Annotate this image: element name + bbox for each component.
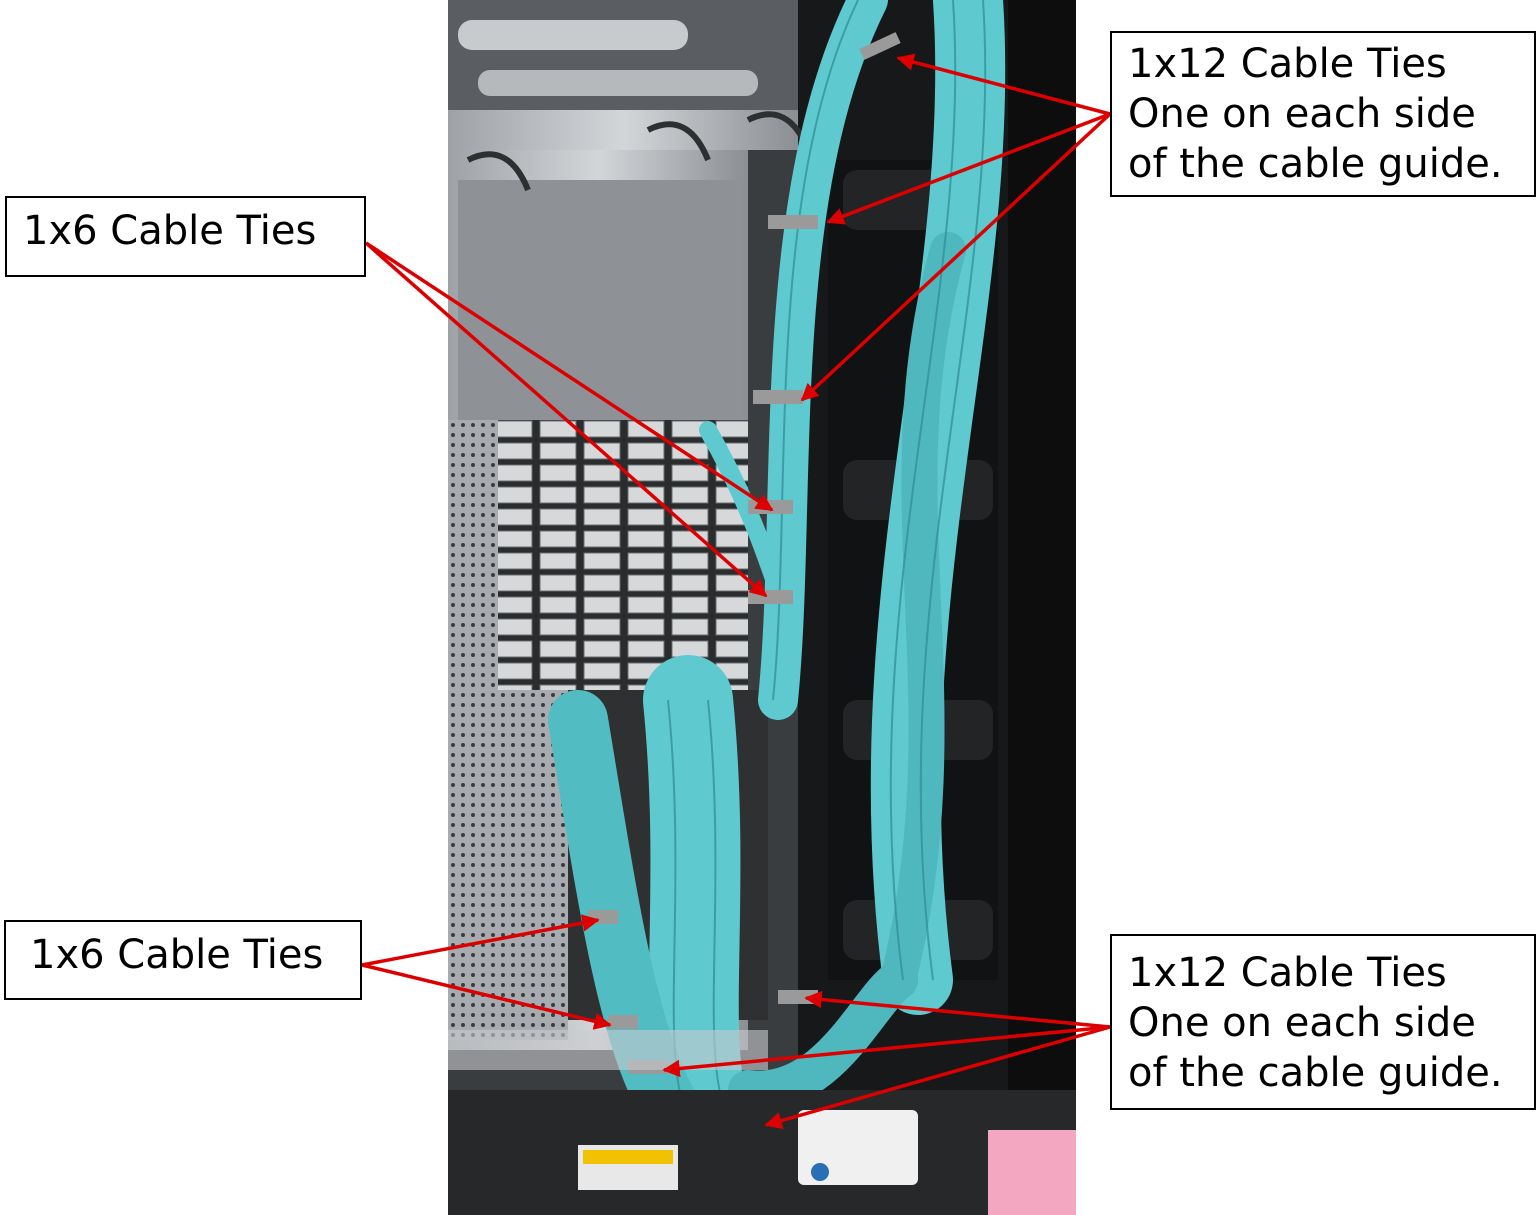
callout-text: 1x6 Cable Ties (23, 208, 317, 254)
callout-title: 1x12 Cable Ties (1128, 950, 1447, 996)
callout-text: One on each side (1128, 1000, 1476, 1046)
callout-text: 1x6 Cable Ties (30, 932, 324, 978)
callout-1x12-top: 1x12 Cable Ties One on each side of the … (1110, 31, 1536, 197)
rack-cabling-photo (448, 0, 1076, 1215)
callout-1x6-bottom: 1x6 Cable Ties (4, 920, 362, 1000)
callout-text: of the cable guide. (1128, 1050, 1503, 1096)
callout-1x12-bottom: 1x12 Cable Ties One on each side of the … (1110, 934, 1536, 1110)
callout-1x6-top: 1x6 Cable Ties (5, 196, 366, 277)
callout-text: of the cable guide. (1128, 141, 1503, 187)
callout-text: One on each side (1128, 91, 1476, 137)
callout-title: 1x12 Cable Ties (1128, 41, 1447, 87)
